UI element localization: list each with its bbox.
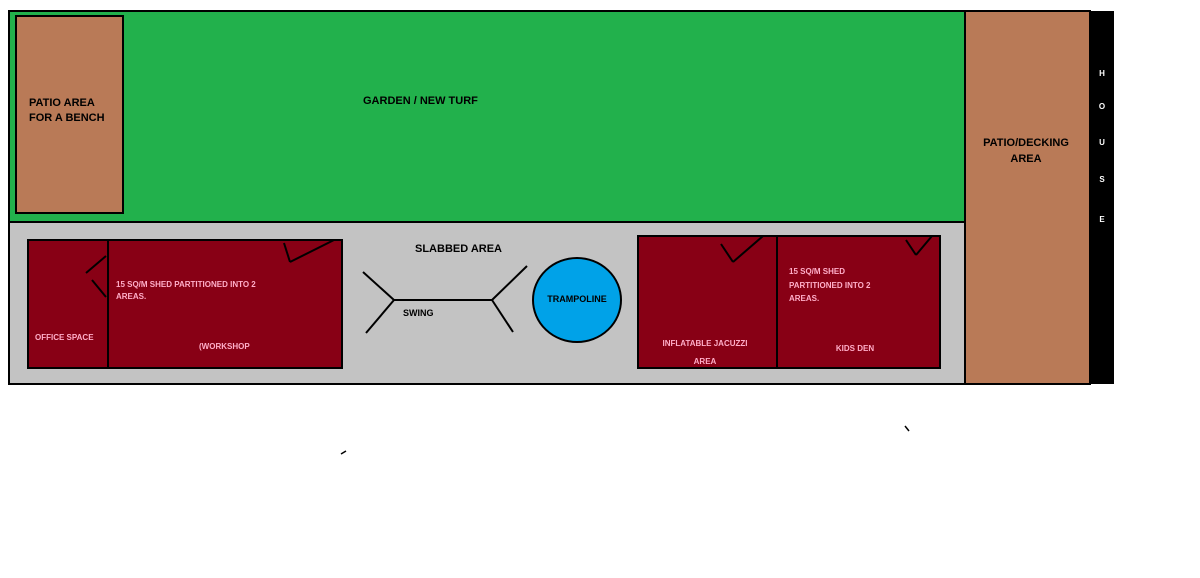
stray-mark-2 xyxy=(904,425,910,432)
patio-decking-area xyxy=(964,10,1091,385)
swing-label: SWING xyxy=(403,308,434,318)
slabbed-label: SLABBED AREA xyxy=(415,243,502,255)
left-shed-label: 15 SQ/M SHED PARTITIONED INTO 2 xyxy=(116,280,256,289)
house-letter: S xyxy=(1099,175,1105,184)
garden-label: GARDEN / NEW TURF xyxy=(363,95,478,107)
right-shed-label-3: AREAS. xyxy=(789,294,819,303)
house-letter: O xyxy=(1099,102,1105,111)
jacuzzi-door xyxy=(732,235,764,263)
workshop-label: (WORKSHOP xyxy=(199,342,250,351)
swing-symbol xyxy=(362,265,528,334)
house-letter: U xyxy=(1099,138,1105,147)
left-shed-label-2: AREAS. xyxy=(116,292,146,301)
trampoline-label: TRAMPOLINE xyxy=(547,294,607,304)
patio-bench-area xyxy=(15,15,124,214)
jacuzzi-label-2: AREA xyxy=(694,357,717,366)
decking-label: PATIO/DECKING xyxy=(983,137,1069,149)
trampoline xyxy=(532,257,622,343)
stray-mark xyxy=(340,450,347,455)
office-door xyxy=(85,255,107,274)
garden-turf xyxy=(8,10,966,223)
right-shed xyxy=(637,235,941,369)
right-shed-label: 15 SQ/M SHED xyxy=(789,267,845,276)
house-wall xyxy=(1090,11,1114,384)
office-door-2 xyxy=(91,279,107,298)
kids-den-door xyxy=(915,235,933,256)
jacuzzi-door-jamb xyxy=(720,243,734,263)
kids-den-door-jamb xyxy=(905,239,917,256)
office-label: OFFICE SPACE xyxy=(35,333,94,342)
patio-bench-label-2: FOR A BENCH xyxy=(29,112,105,124)
right-shed-label-2: PARTITIONED INTO 2 xyxy=(789,281,871,290)
house-letter: E xyxy=(1099,215,1105,224)
workshop-door xyxy=(289,239,335,263)
patio-bench-label: PATIO AREA xyxy=(29,97,95,109)
workshop-door-jamb xyxy=(283,242,291,263)
house-letter: H xyxy=(1099,69,1105,78)
decking-label-2: AREA xyxy=(1010,153,1041,165)
kids-den-label: KIDS DEN xyxy=(836,344,874,353)
jacuzzi-label: INFLATABLE JACUZZI xyxy=(662,339,747,348)
